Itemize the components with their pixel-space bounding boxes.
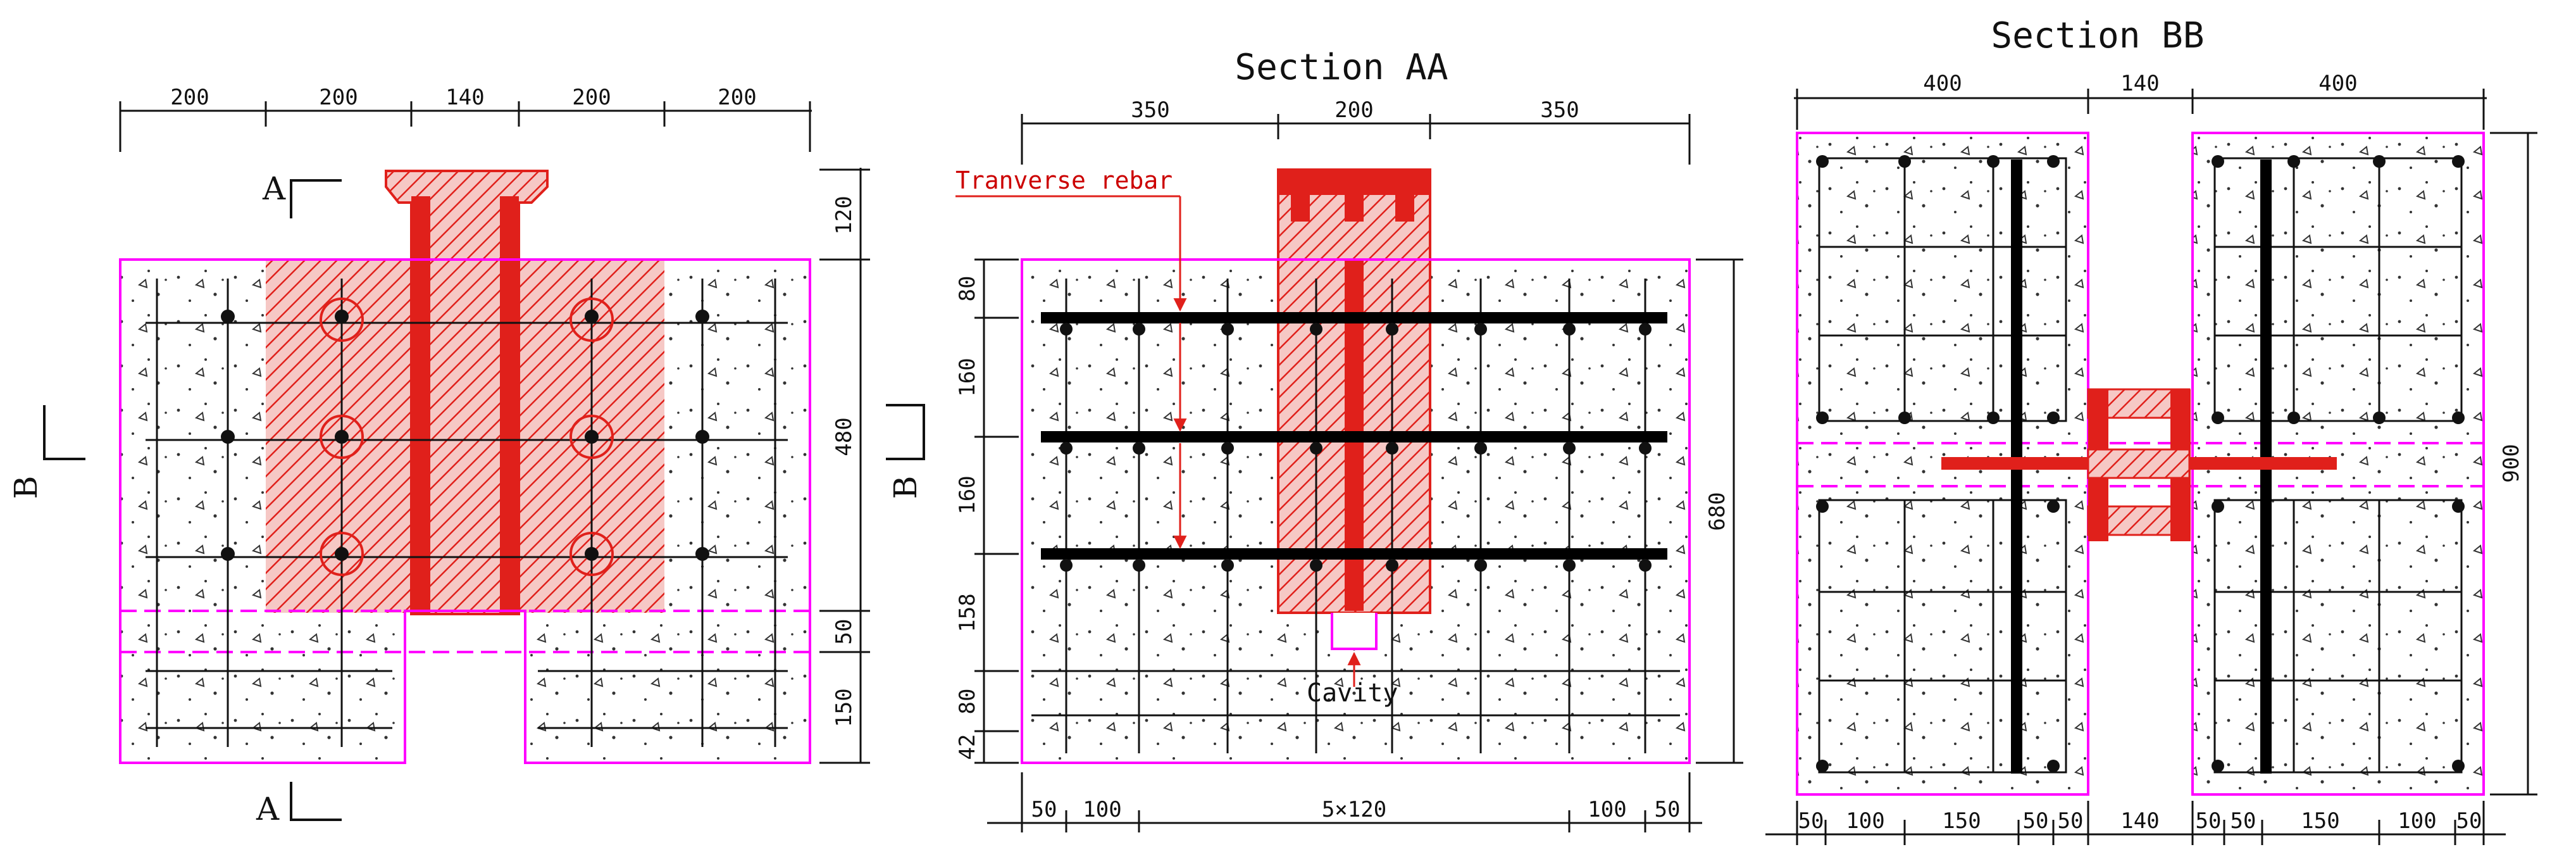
aa-dim-left-1: 80	[955, 276, 980, 302]
bb-dim-bottom-10: 100	[2398, 808, 2436, 834]
aa-top-dimension	[1021, 114, 1691, 165]
plan-dim-5: 200	[718, 85, 756, 110]
bb-dim-top-2: 140	[2120, 71, 2159, 96]
section-bb-view: Section BB	[1765, 15, 2537, 845]
bb-dim-top-1: 400	[1923, 71, 1962, 96]
plan-rebar-grid	[146, 279, 788, 747]
cut-b-label: B	[8, 476, 44, 499]
aa-outline	[1021, 258, 1691, 764]
bb-dim-top-3: 400	[2318, 71, 2357, 96]
bb-dim-bottom-5: 50	[2058, 808, 2084, 834]
aa-left-dimension	[974, 258, 1019, 764]
aa-dim-bottom-5: 50	[1655, 797, 1681, 822]
plan-dim-1: 200	[170, 85, 209, 110]
section-aa-title: Section AA	[1235, 47, 1448, 88]
bb-dim-bottom-4: 50	[2023, 808, 2049, 834]
plan-dim-4: 200	[572, 85, 611, 110]
aa-rebar-grid	[1031, 279, 1680, 753]
aa-rebar-dots	[1060, 323, 1652, 572]
plan-outline	[119, 258, 811, 764]
cut-a-bottom-label: A	[256, 791, 280, 827]
plan-dim-right-2: 480	[831, 417, 857, 456]
aa-right-dimension	[1696, 258, 1743, 764]
plan-dim-right-4: 150	[831, 688, 857, 727]
cut-b-marker	[43, 405, 85, 460]
aa-dim-left-3: 160	[955, 475, 980, 514]
cut-a-bottom-marker	[290, 782, 342, 821]
plan-bolt-holes	[320, 298, 614, 576]
aa-cut-b-marker	[886, 404, 925, 460]
label-transverse-rebar: Tranverse rebar	[955, 166, 1173, 194]
aa-dim-bottom-1: 50	[1031, 797, 1057, 822]
aa-dim-left-4: 158	[955, 593, 980, 632]
aa-dim-top-1: 350	[1131, 97, 1169, 123]
bb-bottom-dimension	[1765, 801, 2506, 845]
plan-dim-right-1: 120	[831, 196, 857, 234]
label-cavity: Cavity	[1307, 679, 1398, 708]
bb-rebar-cages	[1818, 157, 2463, 774]
cut-a-top-marker	[290, 179, 342, 218]
bb-steel-connector	[1941, 388, 2337, 541]
aa-dim-bottom-3: 5×120	[1322, 797, 1386, 822]
plan-dim-2: 200	[319, 85, 358, 110]
aa-dim-top-3: 350	[1540, 97, 1579, 123]
aa-dim-bottom-2: 100	[1083, 797, 1121, 822]
aa-dim-left-6: 42	[955, 734, 980, 760]
aa-dim-right: 680	[1705, 492, 1730, 530]
bb-dim-bottom-6: 140	[2120, 808, 2159, 834]
aa-bottom-dimension	[987, 772, 1702, 832]
bb-dim-bottom-1: 50	[1798, 808, 1824, 834]
plan-right-dimension	[819, 168, 870, 764]
section-aa-view: Section AA	[886, 47, 1743, 832]
section-bb-title: Section BB	[1991, 15, 2204, 56]
bb-dim-bottom-7: 50	[2196, 808, 2222, 834]
plan-top-dimension	[119, 101, 812, 152]
aa-cut-b-label: B	[887, 476, 924, 499]
aa-dim-top-2: 200	[1335, 97, 1373, 123]
plan-view: 200 200 140 200 200 120 480 50 150 A A B	[8, 85, 870, 827]
aa-dim-left-5: 80	[955, 689, 980, 715]
bb-top-dimension	[1794, 89, 2487, 130]
aa-cavity	[1331, 613, 1378, 650]
aa-dim-bottom-4: 100	[1588, 797, 1626, 822]
aa-dim-left-2: 160	[955, 358, 980, 396]
aa-transverse-rebars	[1041, 312, 1667, 560]
plan-dim-right-3: 50	[831, 619, 857, 645]
plan-rebar-dots	[221, 310, 709, 561]
plan-dim-3: 140	[445, 85, 484, 110]
bb-right-dimension	[2490, 132, 2537, 796]
bb-dim-bottom-11: 50	[2456, 808, 2482, 834]
bb-dim-bottom-8: 50	[2231, 808, 2256, 834]
bb-dim-bottom-2: 100	[1846, 808, 1884, 834]
bb-dim-bottom-9: 150	[2301, 808, 2339, 834]
bb-rebar-dots	[1816, 155, 2465, 772]
bb-dim-bottom-3: 150	[1942, 808, 1981, 834]
cut-a-top-label: A	[262, 170, 286, 207]
bb-dim-right: 900	[2499, 444, 2524, 482]
